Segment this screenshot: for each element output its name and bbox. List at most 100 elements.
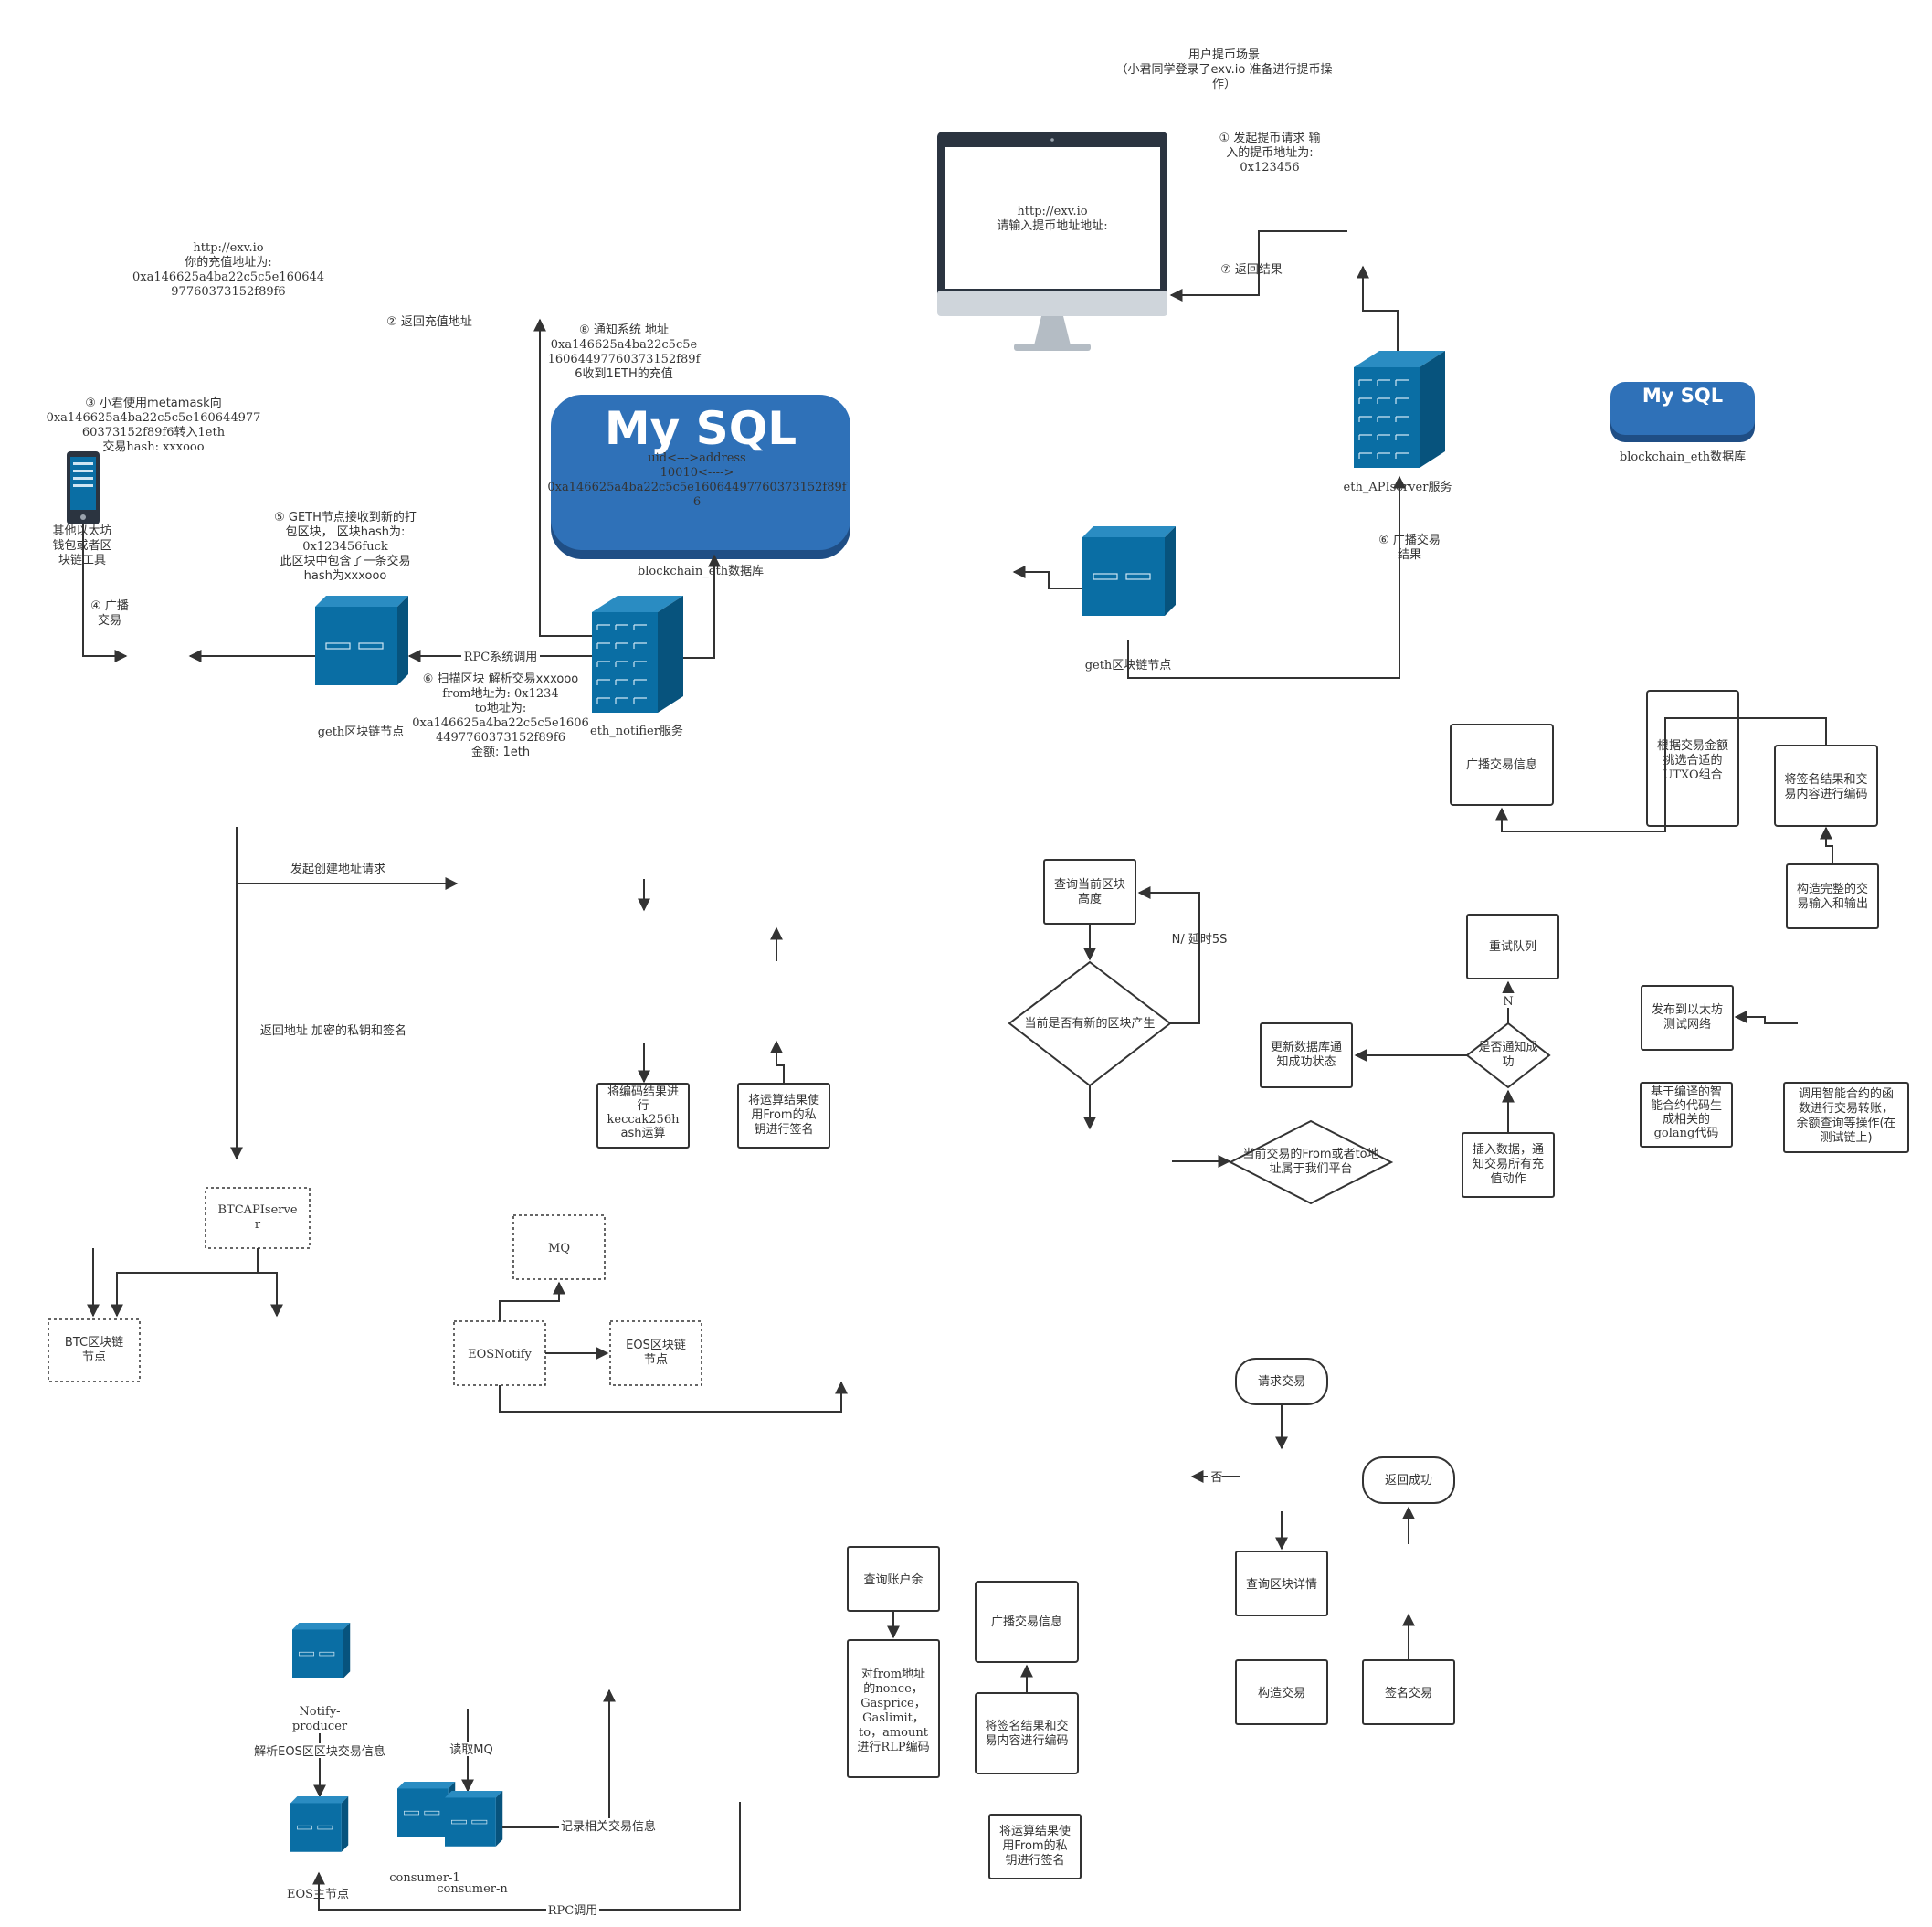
mq-box bbox=[512, 1214, 606, 1280]
encode-bottom-text-1: 将签名结果和交 bbox=[985, 1719, 1068, 1733]
step1-label-2: 入的提币地址为: bbox=[1226, 145, 1313, 160]
producer-label-1: Notify- bbox=[299, 1705, 340, 1719]
contract-box bbox=[1783, 1082, 1909, 1153]
notify-to-mq-arrow bbox=[499, 1281, 565, 1321]
step1-label-3: 0x123456 bbox=[1240, 161, 1299, 175]
step1-label: ① 发起提币请求 输 bbox=[1219, 131, 1321, 145]
record-arrow bbox=[502, 1689, 616, 1828]
broadcast-arrow bbox=[82, 524, 128, 662]
step6-label-3: to地址为: bbox=[475, 702, 526, 715]
consumern-label: consumer-n bbox=[437, 1882, 508, 1896]
mysql-logo-icon: My SQL bbox=[1610, 382, 1755, 442]
keccak-box bbox=[596, 1083, 690, 1149]
utxo-text-2: 挑选合适的 bbox=[1663, 753, 1722, 768]
query-balance-text: 查询账户余 bbox=[863, 1572, 923, 1587]
deposit-addr-2: 97760373152f89f6 bbox=[171, 285, 285, 299]
rlp-text-1: 对from地址 bbox=[861, 1668, 925, 1681]
sign-text-2: 用From的私 bbox=[751, 1107, 816, 1122]
eos-node-box bbox=[609, 1320, 702, 1386]
monitor-icon bbox=[937, 132, 1167, 351]
retry-queue-box bbox=[1466, 914, 1559, 979]
step8-label: ⑧ 通知系统 地址 bbox=[579, 323, 669, 337]
step8-label-3: 16064497760373152f89f bbox=[548, 353, 702, 366]
rpc-call-label: RPC系统调用 bbox=[464, 651, 537, 664]
step5-label-2: 包区块， 区块hash为: bbox=[286, 525, 406, 539]
step5-label-3: 0x123456fuck bbox=[302, 540, 388, 554]
build-tx-box bbox=[1235, 1659, 1328, 1725]
notifier-label: eth_notifier服务 bbox=[590, 724, 683, 738]
notify-ok-text-2: 功 bbox=[1502, 1055, 1514, 1069]
golang-text-2: 能合约代码生 bbox=[1651, 1099, 1722, 1113]
read-mq-label: 读取MQ bbox=[449, 1743, 492, 1757]
keccak-text-3: keccak256h bbox=[607, 1113, 681, 1127]
server-icon bbox=[314, 595, 409, 686]
query-block-box bbox=[1235, 1551, 1328, 1616]
return-ok-text: 返回成功 bbox=[1385, 1474, 1432, 1488]
step5-label-4: 此区块中包含了一条交易 bbox=[280, 554, 410, 568]
step8-label-2: 0xa146625a4ba22c5c5e bbox=[551, 338, 698, 352]
mysql-mapping-3: 0xa146625a4ba22c5c5e16064497760373152f89… bbox=[547, 481, 847, 494]
scene-subtitle-2: 作） bbox=[1212, 78, 1236, 91]
consumer1-label: consumer-1 bbox=[389, 1871, 459, 1885]
step6-label-4: 0xa146625a4ba22c5c5e1606 bbox=[412, 716, 589, 730]
encode-right-text-1: 将签名结果和交 bbox=[1784, 772, 1867, 787]
publish-text-2: 测试网络 bbox=[1663, 1017, 1711, 1032]
deposit-url: http://exv.io bbox=[193, 241, 263, 255]
step4-label: ④ 广播 bbox=[90, 599, 129, 613]
encode-bottom-text-2: 易内容进行编码 bbox=[985, 1733, 1068, 1748]
rlp-text-5: to，amount bbox=[859, 1726, 929, 1740]
eos-notify-text: EOSNotify bbox=[468, 1348, 532, 1361]
query-height-text-2: 高度 bbox=[1078, 892, 1102, 906]
insert-text-3: 值动作 bbox=[1490, 1171, 1526, 1186]
rlp-text-4: Gaslimit， bbox=[862, 1711, 924, 1725]
insert-text-2: 知交易所有充 bbox=[1473, 1157, 1544, 1171]
api-to-btc-arrow bbox=[111, 1248, 259, 1318]
step3-label-3: 60373152f89f6转入1eth bbox=[82, 426, 226, 439]
golang-text-4: golang代码 bbox=[1654, 1127, 1719, 1140]
contract-text-1: 调用智能合约的函 bbox=[1799, 1086, 1894, 1101]
mysql-small-label: blockchain_eth数据库 bbox=[1620, 450, 1746, 464]
btc-node-text-1: BTC区块链 bbox=[65, 1336, 123, 1350]
broadcast-result-arrow bbox=[1127, 475, 1406, 679]
sign-text-3: 钥进行签名 bbox=[754, 1122, 813, 1137]
construct-box bbox=[1786, 863, 1879, 929]
broadcast-bottom-text: 广播交易信息 bbox=[991, 1615, 1062, 1629]
step8-label-4: 6收到1ETH的充值 bbox=[575, 366, 672, 381]
keccak-text-4: ash运算 bbox=[621, 1127, 666, 1140]
sign-bottom-text-3: 钥进行签名 bbox=[1005, 1853, 1064, 1868]
rpc-bottom-arrow bbox=[312, 1802, 741, 1911]
step3-label-2: 0xa146625a4ba22c5c5e160644977 bbox=[47, 411, 261, 425]
step6-label-5: 4497760373152f89f6 bbox=[436, 731, 565, 745]
n-label: N bbox=[1503, 995, 1513, 1009]
notify-ok-decision bbox=[1465, 1022, 1551, 1089]
golang-text-3: 成相关的 bbox=[1663, 1112, 1710, 1127]
broadcast-bottom-box bbox=[975, 1581, 1079, 1663]
geth-left-label: geth区块链节点 bbox=[318, 725, 405, 739]
api-server-label: eth_APIserver服务 bbox=[1344, 480, 1452, 494]
geth-right-label: geth区块链节点 bbox=[1085, 659, 1172, 672]
insert-text-1: 插入数据，通 bbox=[1473, 1143, 1544, 1157]
server-icon bbox=[1082, 525, 1177, 617]
keccak-text-2: 行 bbox=[637, 1099, 649, 1113]
producer-label-2: producer bbox=[292, 1720, 348, 1733]
golang-box bbox=[1640, 1082, 1733, 1148]
scene-subtitle: （小君同学登录了exv.io 准备进行提币操 bbox=[1116, 62, 1333, 77]
geth-out-arrow bbox=[1012, 566, 1082, 589]
new-block-text: 当前是否有新的区块产生 bbox=[1024, 1016, 1155, 1031]
parse-eos-label: 解析EOS区区块交易信息 bbox=[254, 1744, 385, 1759]
build-tx-text: 构造交易 bbox=[1258, 1686, 1305, 1700]
step5-label-5: hash为xxxooo bbox=[304, 569, 387, 583]
btc-api-text-1: BTCAPIserve bbox=[217, 1203, 297, 1217]
return-result-arrow bbox=[1169, 230, 1347, 302]
phone-icon bbox=[67, 451, 100, 524]
api-up-arrow bbox=[1357, 265, 1399, 352]
construct-text-1: 构造完整的交 bbox=[1797, 882, 1868, 896]
sign-bottom-text-2: 用From的私 bbox=[1002, 1838, 1067, 1853]
broadcast-right-text: 广播交易信息 bbox=[1466, 757, 1537, 772]
update-db-text-1: 更新数据库通 bbox=[1271, 1040, 1342, 1054]
btc-api-text-2: r bbox=[255, 1218, 261, 1232]
monitor-url: http://exv.io bbox=[1017, 205, 1087, 218]
sign-text-1: 将运算结果使 bbox=[748, 1093, 819, 1107]
monitor-prompt: 请输入提币地址地址: bbox=[997, 218, 1107, 233]
